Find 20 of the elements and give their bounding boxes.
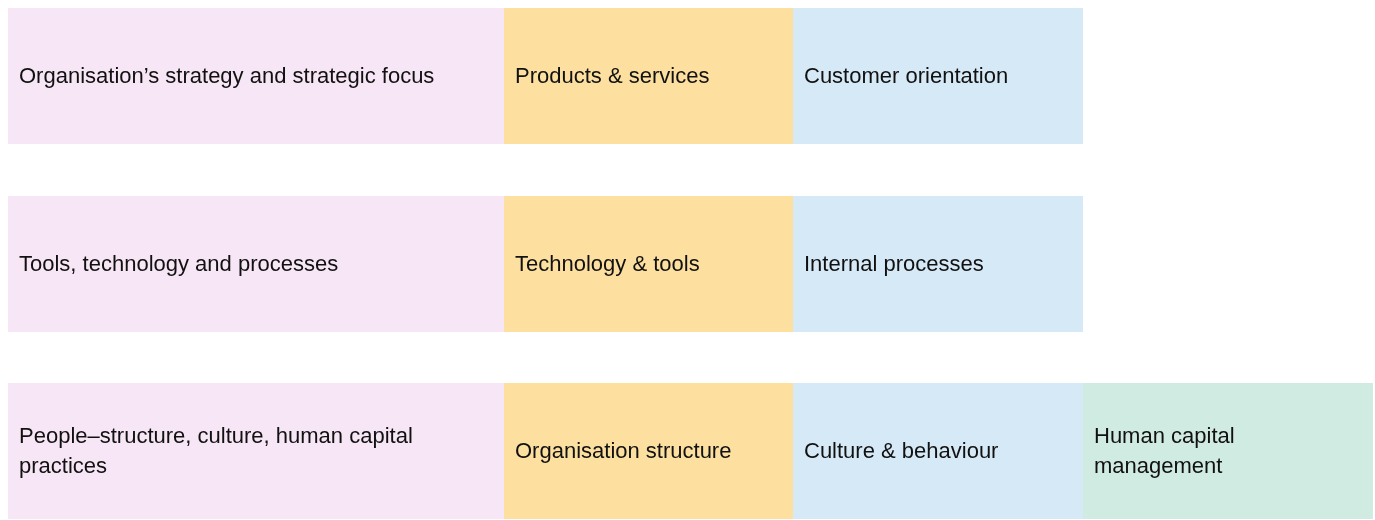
row-header-box	[8, 196, 504, 332]
category-box	[504, 383, 793, 519]
row-header-text: People–structure, culture, human capital practices	[19, 422, 414, 480]
category-box	[793, 196, 1083, 332]
category-text: Culture & behaviour	[804, 437, 999, 465]
category-box	[504, 8, 793, 144]
row-header-box	[8, 8, 504, 144]
category-text: Customer orientation	[804, 62, 1009, 90]
category-text: Human capital management	[1094, 422, 1236, 480]
category-text: Internal processes	[804, 250, 984, 278]
category-text: Technology & tools	[515, 250, 700, 278]
category-text: Products & services	[515, 62, 710, 90]
row-header-box	[8, 383, 504, 519]
row-header-text: Tools, technology and processes	[19, 250, 339, 278]
category-box	[1083, 383, 1373, 519]
category-box	[793, 383, 1083, 519]
category-text: Organisation structure	[515, 437, 732, 465]
row-header-text: Organisation’s strategy and strategic focus	[19, 62, 435, 90]
category-box	[793, 8, 1083, 144]
category-box	[504, 196, 793, 332]
